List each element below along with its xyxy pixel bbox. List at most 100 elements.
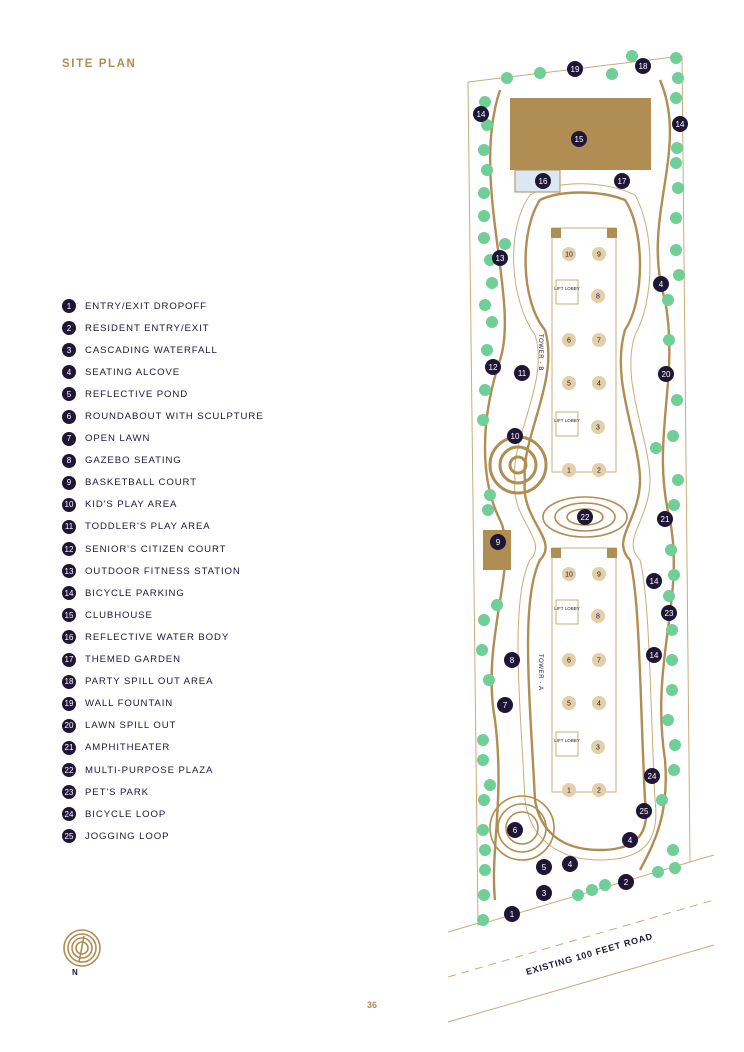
lift-lobby-label: LIFT LOBBY — [554, 606, 579, 611]
unit-number-badge — [592, 567, 606, 581]
legend-number-badge: 11 — [62, 519, 76, 534]
legend-label: ENTRY/EXIT DROPOFF — [85, 300, 207, 312]
lift-lobby-label: LIFT LOBBY — [554, 418, 579, 423]
legend-label: THEMED GARDEN — [85, 654, 181, 666]
tree-icon — [626, 50, 638, 62]
legend-label: OPEN LAWN — [85, 433, 151, 445]
map-marker: 19 — [567, 61, 583, 77]
legend-label: REFLECTIVE WATER BODY — [85, 631, 230, 643]
tree-icon — [663, 590, 675, 602]
tree-icon — [481, 344, 493, 356]
legend-number-badge: 7 — [62, 431, 76, 446]
map-marker: 25 — [636, 803, 652, 819]
map-marker: 14 — [473, 106, 489, 122]
map-marker-number: 14 — [650, 577, 659, 586]
tree-icon — [479, 96, 491, 108]
map-marker-number: 22 — [581, 513, 590, 522]
tree-icon — [666, 684, 678, 696]
map-marker-number: 18 — [639, 62, 648, 71]
lift-lobby-label: LIFT LOBBY — [554, 738, 579, 743]
legend-number-badge: 10 — [62, 497, 76, 512]
tower-label: TOWER - A — [537, 654, 543, 691]
tree-icon — [672, 72, 684, 84]
tree-icon — [671, 142, 683, 154]
tree-icon — [572, 889, 584, 901]
tree-icon — [478, 889, 490, 901]
unit-number: 10 — [565, 572, 573, 579]
tree-icon — [476, 644, 488, 656]
map-marker-number: 7 — [503, 701, 508, 710]
map-marker-number: 25 — [640, 807, 649, 816]
legend-label: KID'S PLAY AREA — [85, 499, 178, 511]
tree-icon — [478, 210, 490, 222]
unit-number-badge — [591, 289, 605, 303]
legend-number-badge: 20 — [62, 718, 76, 733]
map-marker-number: 5 — [542, 863, 547, 872]
map-marker-number: 12 — [489, 363, 498, 372]
unit-number: 5 — [567, 381, 571, 388]
unit-number: 7 — [597, 658, 601, 665]
legend-number-badge: 8 — [62, 453, 76, 468]
tree-icon — [501, 72, 513, 84]
tree-icon — [499, 238, 511, 250]
legend-item: 14 BICYCLE PARKING — [62, 582, 264, 604]
tree-icon — [484, 489, 496, 501]
unit-number-badge — [562, 696, 576, 710]
unit-number: 6 — [567, 338, 571, 345]
legend-label: TODDLER'S PLAY AREA — [85, 521, 211, 533]
unit-number: 9 — [597, 572, 601, 579]
legend-item: 10 KID'S PLAY AREA — [62, 494, 264, 516]
tree-icon — [486, 277, 498, 289]
map-marker-number: 10 — [511, 432, 520, 441]
tree-icon — [650, 442, 662, 454]
tree-icon — [534, 67, 546, 79]
unit-number: 4 — [597, 381, 601, 388]
map-marker-number: 16 — [539, 177, 548, 186]
tree-icon — [491, 599, 503, 611]
map-marker: 1 — [504, 906, 520, 922]
map-marker: 24 — [644, 768, 660, 784]
page-number: 36 — [366, 1000, 377, 1010]
map-marker-number: 14 — [477, 110, 486, 119]
unit-number: 9 — [597, 252, 601, 259]
tree-icon — [672, 182, 684, 194]
map-marker-number: 17 — [618, 177, 627, 186]
legend-number-badge: 23 — [62, 785, 76, 800]
unit-number: 3 — [596, 745, 600, 752]
unit-number-badge — [562, 247, 576, 261]
legend-label: AMPHITHEATER — [85, 742, 171, 754]
unit-number: 4 — [597, 701, 601, 708]
unit-number-badge — [562, 333, 576, 347]
legend-number-badge: 24 — [62, 807, 76, 822]
legend-number-badge: 14 — [62, 586, 76, 601]
unit-number-badge — [562, 376, 576, 390]
unit-number: 1 — [567, 788, 571, 795]
map-marker: 13 — [492, 250, 508, 266]
tree-icon — [478, 144, 490, 156]
map-marker: 4 — [622, 832, 638, 848]
unit-number-badge — [592, 247, 606, 261]
map-marker-number: 14 — [676, 120, 685, 129]
map-marker: 7 — [497, 697, 513, 713]
site-boundary — [467, 55, 691, 926]
tree-icon — [672, 474, 684, 486]
unit-number-badge — [591, 740, 605, 754]
legend-number-badge: 16 — [62, 630, 76, 645]
tree-icon — [478, 794, 490, 806]
tree-icon — [479, 299, 491, 311]
legend-label: BICYCLE PARKING — [85, 587, 185, 599]
legend-number-badge: 9 — [62, 475, 76, 490]
map-marker: 17 — [614, 173, 630, 189]
map-marker: 10 — [507, 428, 523, 444]
tree-icon — [652, 866, 664, 878]
roundabout-rings — [489, 795, 555, 861]
legend-number-badge: 13 — [62, 564, 76, 579]
legend-label: BICYCLE LOOP — [85, 808, 167, 820]
tree-icon — [481, 164, 493, 176]
